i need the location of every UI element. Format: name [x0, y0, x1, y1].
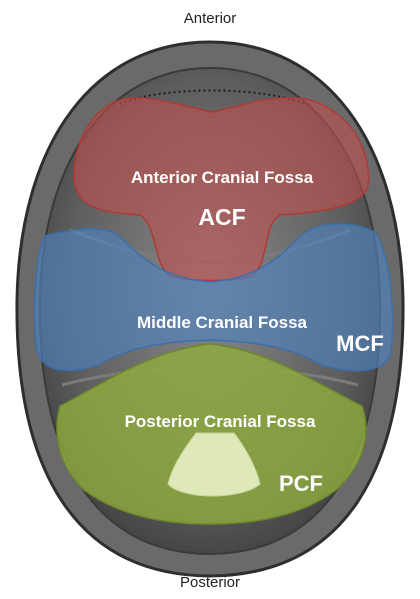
posterior-fossa-label: Posterior Cranial Fossa	[125, 412, 316, 431]
middle-fossa-abbreviation: MCF	[336, 331, 384, 356]
middle-fossa-label: Middle Cranial Fossa	[137, 313, 308, 332]
posterior-fossa-abbreviation: PCF	[279, 471, 323, 496]
anterior-fossa-abbreviation: ACF	[198, 204, 245, 230]
posterior-direction-label: Posterior	[0, 574, 420, 591]
anterior-fossa-label: Anterior Cranial Fossa	[131, 168, 314, 187]
